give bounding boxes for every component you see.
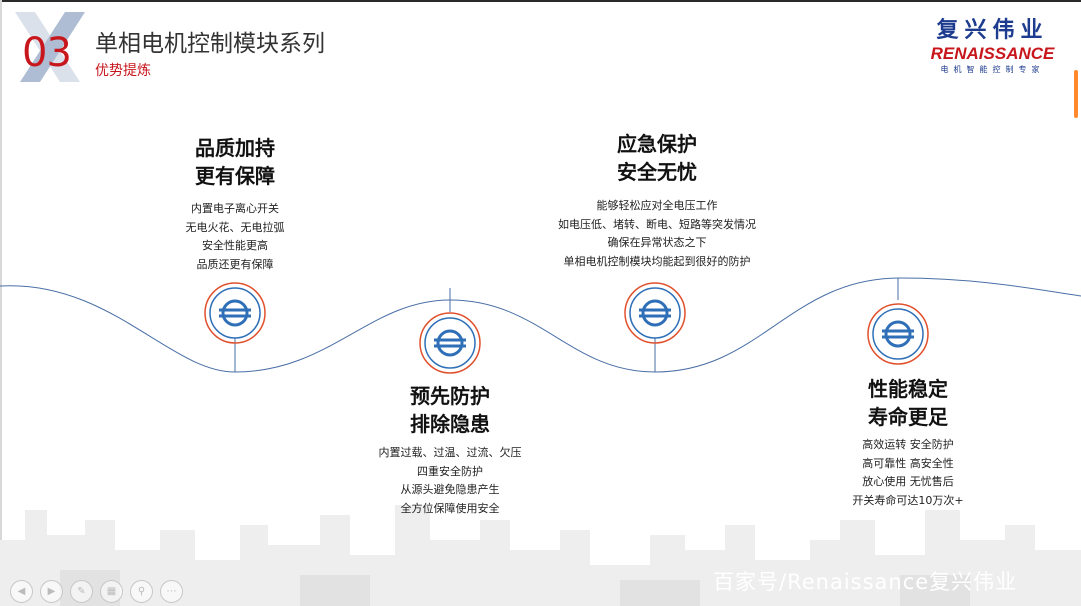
feature-4-line: 放心使用 无忧售后 bbox=[862, 475, 954, 488]
feature-2-line: 四重安全防护 bbox=[417, 464, 483, 478]
logo-en: RENAISSANCE bbox=[930, 44, 1055, 63]
section-number: 03 bbox=[22, 30, 72, 76]
presentation-nav-bar: ◀ ▶ ✎ ▦ ⚲ ⋯ bbox=[10, 580, 183, 604]
pen-icon[interactable]: ✎ bbox=[70, 580, 93, 603]
page-subtitle: 优势提炼 bbox=[95, 63, 151, 79]
feature-1-line: 品质还更有保障 bbox=[196, 257, 274, 271]
city-skyline bbox=[0, 505, 1081, 606]
feature-3-line: 确保在异常状态之下 bbox=[607, 236, 707, 249]
page-title: 单相电机控制模块系列 bbox=[95, 31, 325, 57]
scroll-indicator[interactable] bbox=[1074, 70, 1078, 118]
feature-2-heading-line1: 预先防护 bbox=[410, 384, 490, 408]
feature-1-line: 内置电子离心开关 bbox=[191, 202, 279, 215]
feature-2-line: 从源头避免隐患产生 bbox=[400, 483, 500, 496]
slides-icon[interactable]: ▦ bbox=[100, 580, 123, 603]
feature-3-line: 如电压低、堵转、断电、短路等突发情况 bbox=[558, 217, 756, 231]
feature-3-heading: 应急保护 安全无忧 bbox=[557, 130, 757, 186]
feature-4-line: 高可靠性 高安全性 bbox=[862, 456, 954, 470]
feature-2-heading: 预先防护 排除隐患 bbox=[350, 382, 550, 438]
feature-node-1-icon bbox=[204, 282, 266, 344]
feature-4-description: 高效运转 安全防护 高可靠性 高安全性 放心使用 无忧售后 开关寿命可达10万次… bbox=[778, 436, 1038, 510]
feature-node-2-icon bbox=[419, 312, 481, 374]
feature-4-line: 高效运转 安全防护 bbox=[862, 438, 954, 451]
watermark-text: 百家号/Renaissance复兴伟业 bbox=[713, 570, 1018, 594]
logo-cn: 复兴伟业 bbox=[936, 18, 1049, 43]
feature-3-description: 能够轻松应对全电压工作 如电压低、堵转、断电、短路等突发情况 确保在异常状态之下… bbox=[527, 197, 787, 271]
feature-1-line: 无电火花、无电拉弧 bbox=[185, 220, 285, 234]
feature-2-description: 内置过载、过温、过流、欠压 四重安全防护 从源头避免隐患产生 全方位保障使用安全 bbox=[320, 444, 580, 518]
feature-1-heading: 品质加持 更有保障 bbox=[135, 134, 335, 190]
feature-1-heading-line1: 品质加持 bbox=[195, 136, 275, 160]
feature-3-heading-line1: 应急保护 bbox=[617, 132, 697, 156]
feature-2-line: 内置过载、过温、过流、欠压 bbox=[378, 446, 522, 459]
feature-1-line: 安全性能更高 bbox=[202, 239, 268, 252]
feature-4-heading-line1: 性能稳定 bbox=[868, 377, 948, 401]
feature-4-heading: 性能稳定 寿命更足 bbox=[808, 375, 1008, 431]
more-icon[interactable]: ⋯ bbox=[160, 580, 183, 603]
top-border bbox=[0, 0, 1081, 2]
feature-1-description: 内置电子离心开关 无电火花、无电拉弧 安全性能更高 品质还更有保障 bbox=[105, 200, 365, 274]
feature-node-4-icon bbox=[867, 303, 929, 365]
feature-3-line: 能够轻松应对全电压工作 bbox=[596, 199, 718, 212]
logo-tagline: 电机智能控制专家 bbox=[940, 65, 1045, 74]
prev-icon[interactable]: ◀ bbox=[10, 580, 33, 603]
feature-3-heading-line2: 安全无忧 bbox=[617, 160, 697, 184]
feature-node-3-icon bbox=[624, 282, 686, 344]
feature-4-heading-line2: 寿命更足 bbox=[868, 405, 948, 429]
zoom-icon[interactable]: ⚲ bbox=[130, 580, 153, 603]
feature-4-line: 开关寿命可达10万次+ bbox=[852, 493, 964, 507]
feature-1-heading-line2: 更有保障 bbox=[195, 164, 275, 188]
feature-2-heading-line2: 排除隐患 bbox=[410, 412, 490, 436]
feature-3-line: 单相电机控制模块均能起到很好的防护 bbox=[563, 254, 751, 268]
feature-2-line: 全方位保障使用安全 bbox=[400, 501, 500, 515]
section-x-decoration bbox=[15, 12, 85, 82]
brand-logo: 复兴伟业 RENAISSANCE 电机智能控制专家 bbox=[920, 12, 1065, 82]
left-border bbox=[0, 0, 2, 606]
next-icon[interactable]: ▶ bbox=[40, 580, 63, 603]
